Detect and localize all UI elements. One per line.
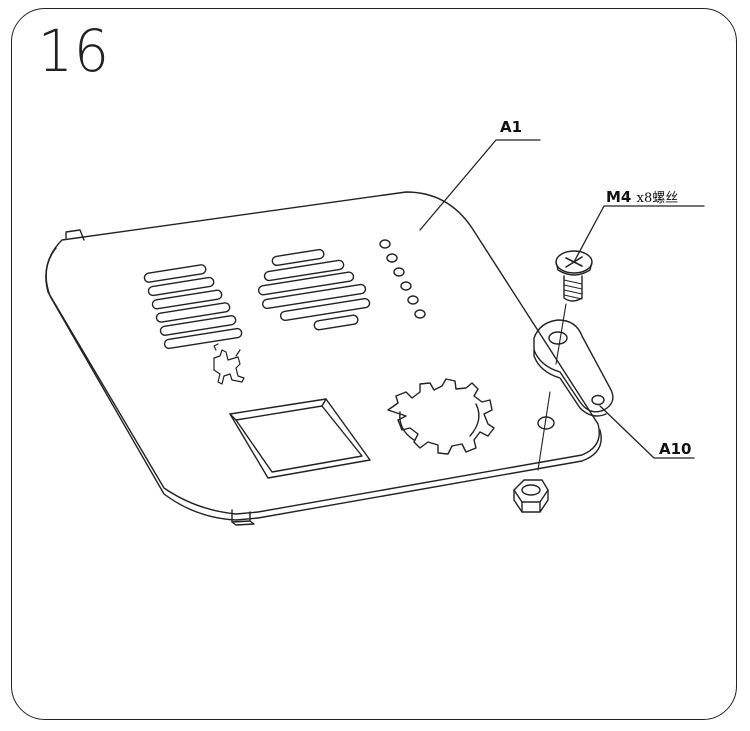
nut-icon: [513, 479, 549, 513]
square-cutout: [229, 398, 371, 479]
assembly-axis: [537, 303, 567, 471]
step-number: 16: [37, 17, 110, 85]
callout-m4-screw: M4 x8螺丝: [606, 188, 679, 206]
step-frame: [11, 8, 737, 720]
robot-logo-icon: [213, 343, 245, 385]
arm-a10: [533, 319, 614, 417]
plate-a1: [45, 191, 602, 526]
screw-icon: [555, 250, 593, 302]
leader-a1: [419, 139, 541, 231]
gear-cutout-icon: [387, 378, 495, 455]
callout-a1: A1: [500, 118, 523, 136]
callout-m4-spec: x8螺丝: [636, 191, 679, 206]
vent-slots-left: [143, 264, 243, 350]
led-holes: [379, 239, 426, 319]
callout-a10: A10: [659, 440, 692, 458]
leader-m4: [573, 205, 705, 263]
vent-slots-center: [257, 248, 371, 331]
leader-a10: [599, 405, 695, 459]
callout-m4-label: M4: [606, 188, 632, 206]
